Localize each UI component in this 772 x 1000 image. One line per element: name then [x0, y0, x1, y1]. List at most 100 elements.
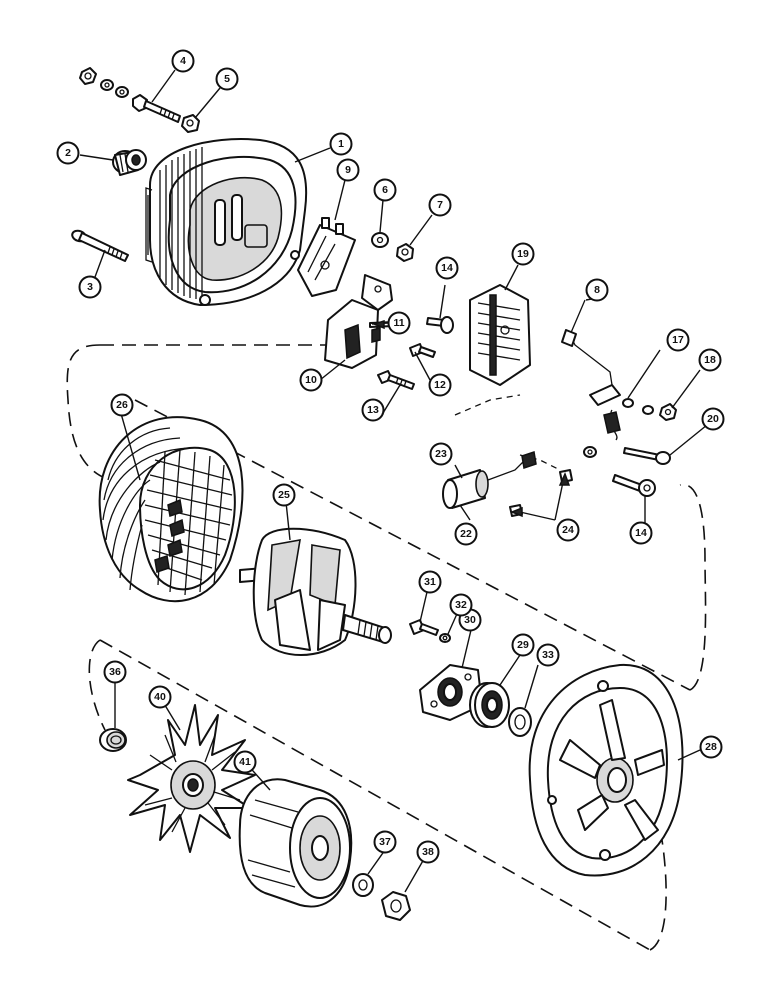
terminal-screw [623, 447, 671, 465]
svg-text:36: 36 [109, 666, 121, 678]
svg-text:28: 28 [705, 741, 717, 753]
callout-40: 40 [148, 685, 172, 709]
svg-text:2: 2 [65, 147, 71, 159]
capacitor [442, 451, 537, 509]
callout-41: 41 [233, 750, 257, 774]
callout-11: 11 [387, 311, 411, 335]
callout-5: 5 [215, 67, 239, 91]
callout-25: 25 [272, 483, 296, 507]
drive-pulley [238, 778, 353, 908]
svg-text:41: 41 [239, 756, 251, 768]
svg-text:12: 12 [434, 379, 446, 391]
bearing-retainer-plate [419, 664, 483, 721]
stator [98, 416, 244, 603]
svg-text:11: 11 [393, 317, 404, 329]
rotor [239, 527, 392, 656]
callout-20: 20 [701, 407, 725, 431]
arrowheads [371, 319, 571, 518]
callout-10: 10 [299, 368, 323, 392]
svg-text:9: 9 [345, 164, 351, 176]
callout-29: 29 [511, 633, 535, 657]
assembly-guide-lines [66, 344, 707, 951]
callout-26: 26 [110, 393, 134, 417]
brush-holder [324, 274, 393, 369]
connector-lead [561, 299, 613, 386]
svg-text:7: 7 [437, 199, 443, 211]
svg-text:14: 14 [635, 527, 647, 539]
mounting-screw [377, 370, 415, 390]
callout-9: 9 [336, 158, 360, 182]
diode-trio [297, 217, 356, 297]
callout-37: 37 [373, 830, 397, 854]
svg-text:10: 10 [305, 374, 317, 386]
callout-4: 4 [171, 49, 195, 73]
insulating-washer [371, 232, 389, 248]
svg-text:38: 38 [422, 846, 434, 858]
callout-22: 22 [454, 522, 478, 546]
svg-text:25: 25 [278, 489, 290, 501]
svg-text:20: 20 [707, 413, 719, 425]
svg-text:29: 29 [517, 639, 529, 651]
svg-text:40: 40 [154, 691, 166, 703]
slip-ring-end-frame [145, 138, 308, 306]
callout-6: 6 [373, 178, 397, 202]
ball-bearing [469, 682, 510, 728]
thrust-washer [508, 707, 532, 737]
small-washer [583, 446, 597, 458]
callout-31: 31 [418, 570, 442, 594]
callout-32: 32 [449, 593, 473, 617]
rectifier-screw [426, 316, 454, 334]
callout-12: 12 [428, 373, 452, 397]
pulley-nut [381, 891, 411, 921]
callout-33: 33 [536, 643, 560, 667]
callout-1: 1 [329, 132, 353, 156]
callout-19: 19 [511, 242, 535, 266]
svg-text:24: 24 [562, 524, 574, 536]
lock-washer [439, 633, 451, 643]
svg-text:1: 1 [338, 138, 344, 150]
callout-28: 28 [699, 735, 723, 759]
bearing [112, 149, 147, 176]
washer-stack [79, 67, 129, 98]
through-bolt [71, 229, 129, 262]
callout-36: 36 [103, 660, 127, 684]
callout-18: 18 [698, 348, 722, 372]
svg-text:22: 22 [460, 528, 472, 540]
callout-17: 17 [666, 328, 690, 352]
pulley-washer [352, 873, 374, 897]
callout-38: 38 [416, 840, 440, 864]
brush-holder-screw [409, 343, 436, 358]
callout-2: 2 [56, 141, 80, 165]
callout-3: 3 [78, 275, 102, 299]
svg-text:18: 18 [704, 354, 716, 366]
callout-14-lower: 14 [629, 521, 653, 545]
stud-nut [396, 243, 414, 262]
svg-text:19: 19 [517, 248, 529, 260]
callout-8: 8 [585, 278, 609, 302]
svg-text:23: 23 [435, 448, 447, 460]
svg-text:8: 8 [594, 284, 600, 296]
svg-text:17: 17 [672, 334, 684, 346]
svg-text:14: 14 [441, 262, 453, 274]
svg-text:33: 33 [542, 649, 554, 661]
callout-23: 23 [429, 442, 453, 466]
svg-text:26: 26 [116, 399, 128, 411]
callout-24: 24 [556, 518, 580, 542]
svg-text:30: 30 [464, 614, 476, 626]
svg-text:4: 4 [180, 55, 186, 67]
rectifier-bridge [469, 284, 531, 386]
drive-end-frame [528, 663, 684, 877]
svg-text:31: 31 [424, 576, 436, 588]
callout-13: 13 [361, 398, 385, 422]
terminal-stud [132, 94, 181, 123]
frame-screw [612, 474, 656, 497]
svg-text:32: 32 [455, 599, 467, 611]
callout-14-upper: 14 [435, 256, 459, 280]
callout-7: 7 [428, 193, 452, 217]
svg-text:5: 5 [224, 73, 230, 85]
svg-text:6: 6 [382, 184, 388, 196]
leader-lines [79, 69, 708, 893]
retainer-screw [409, 619, 439, 636]
svg-text:37: 37 [379, 836, 391, 848]
